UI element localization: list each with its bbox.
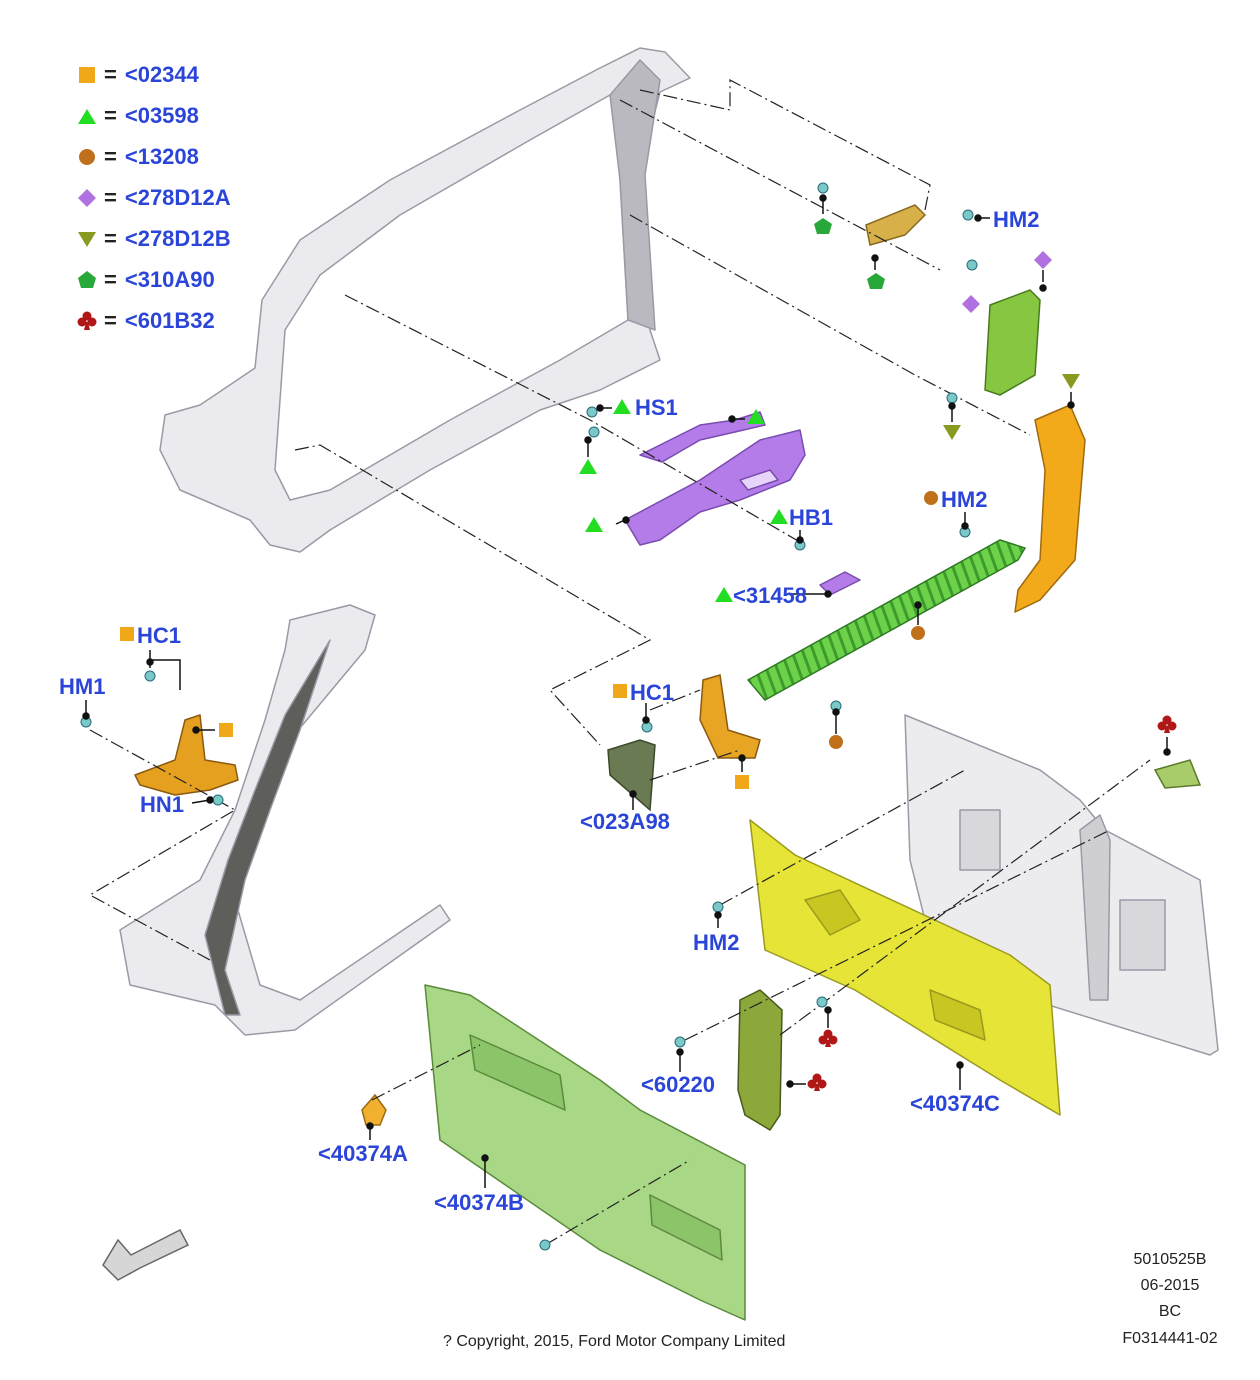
legend-row: = <278D12A bbox=[76, 184, 231, 212]
fasteners bbox=[80, 182, 978, 1251]
square-icon bbox=[735, 775, 749, 789]
pentagon-icon bbox=[867, 273, 885, 289]
triangle-up-icon bbox=[715, 587, 733, 602]
equals-sign: = bbox=[104, 144, 117, 169]
triangle-down-icon bbox=[1062, 374, 1080, 389]
callout-40374a: <40374A bbox=[318, 1141, 408, 1166]
doc-code: BC bbox=[1158, 1303, 1182, 1320]
triangle-up-icon bbox=[747, 409, 765, 424]
callout-leaders bbox=[82, 194, 1171, 1188]
callout-hm2: HM2 bbox=[693, 930, 740, 955]
callout-40374b: <40374B bbox=[434, 1190, 524, 1215]
olive-strip bbox=[737, 989, 783, 1132]
diamond-icon bbox=[78, 189, 96, 207]
small-orange-trim bbox=[361, 1093, 387, 1126]
green-rear-panel bbox=[424, 984, 746, 1321]
upper-pillar-trim bbox=[984, 289, 1041, 396]
diamond-icon bbox=[962, 295, 980, 313]
callout-hc1: HC1 bbox=[630, 680, 675, 705]
callout-hs1: HS1 bbox=[635, 395, 678, 420]
legend-row: = <13208 bbox=[76, 143, 199, 171]
triangle-up-icon bbox=[579, 459, 597, 474]
direction-arrow bbox=[102, 1228, 190, 1281]
square-icon bbox=[613, 684, 627, 698]
callout-hm1: HM1 bbox=[59, 674, 106, 699]
square-icon bbox=[120, 627, 134, 641]
equals-sign: = bbox=[104, 185, 117, 210]
triangle-up-icon bbox=[585, 517, 603, 532]
legend-code: <310A90 bbox=[124, 267, 215, 292]
callout-40374c: <40374C bbox=[910, 1091, 1000, 1116]
pentagon-icon bbox=[814, 218, 832, 234]
green-scuff-plate bbox=[746, 539, 1027, 701]
square-icon bbox=[79, 67, 95, 83]
equals-sign: = bbox=[104, 103, 117, 128]
legend-code: <13208 bbox=[124, 144, 199, 169]
legend-code: <03598 bbox=[124, 103, 199, 128]
legend-code: <278D12A bbox=[124, 185, 231, 210]
triangle-down-icon bbox=[78, 232, 96, 247]
club-icon bbox=[77, 311, 97, 330]
left-kick-bracket bbox=[134, 714, 239, 796]
callout-hn1: HN1 bbox=[140, 792, 185, 817]
circle-icon bbox=[911, 626, 925, 640]
legend-row: = <310A90 bbox=[76, 266, 215, 294]
diamond-icon bbox=[1034, 251, 1052, 269]
center-orange-trim bbox=[699, 674, 761, 759]
equals-sign: = bbox=[104, 267, 117, 292]
triangle-down-icon bbox=[943, 425, 961, 440]
callout-023a98: <023A98 bbox=[580, 809, 670, 834]
b-pillar-trim bbox=[1014, 404, 1086, 613]
doc-number: 5010525B bbox=[1133, 1251, 1207, 1268]
equals-sign: = bbox=[104, 308, 117, 333]
equals-sign: = bbox=[104, 62, 117, 87]
triangle-up-icon bbox=[78, 109, 96, 124]
square-icon bbox=[219, 723, 233, 737]
callout-hm2: HM2 bbox=[941, 487, 988, 512]
circle-icon bbox=[79, 149, 95, 165]
legend-row: = <278D12B bbox=[76, 225, 231, 253]
legend-row: = <03598 bbox=[76, 102, 199, 130]
leader-lines bbox=[88, 79, 1151, 1246]
club-icon bbox=[807, 715, 1177, 1091]
legend-code: <601B32 bbox=[124, 308, 215, 333]
triangle-up-icon bbox=[613, 399, 631, 414]
legend-row: = <601B32 bbox=[76, 307, 215, 335]
callout-31458: <31458 bbox=[733, 583, 808, 608]
legend-code: <278D12B bbox=[124, 226, 231, 251]
callout-hc1: HC1 bbox=[137, 623, 182, 648]
equals-sign: = bbox=[104, 226, 117, 251]
legend-row: = <02344 bbox=[76, 61, 199, 89]
legend-symbols bbox=[77, 67, 97, 330]
dark-bracket bbox=[607, 739, 656, 812]
body-side-frame bbox=[159, 47, 691, 553]
purple-upper-trim bbox=[624, 411, 861, 596]
pentagon-icon bbox=[78, 271, 96, 288]
upper-bracket bbox=[865, 204, 927, 246]
circle-icon bbox=[829, 735, 843, 749]
callout-markers bbox=[120, 218, 1177, 1091]
copyright-text: ? Copyright, 2015, Ford Motor Company Li… bbox=[443, 1333, 786, 1350]
legend-code: <02344 bbox=[124, 62, 199, 87]
yellow-rear-panel bbox=[749, 819, 1061, 1116]
doc-date: 06-2015 bbox=[1140, 1277, 1200, 1294]
callout-hb1: HB1 bbox=[789, 505, 834, 530]
triangle-up-icon bbox=[770, 509, 788, 524]
figure-number: F0314441-02 bbox=[1122, 1330, 1218, 1347]
callout-60220: <60220 bbox=[641, 1072, 716, 1097]
circle-icon bbox=[924, 491, 938, 505]
small-green-tab bbox=[1153, 759, 1202, 789]
a-pillar-frame bbox=[119, 604, 451, 1036]
callout-hm2: HM2 bbox=[993, 207, 1040, 232]
